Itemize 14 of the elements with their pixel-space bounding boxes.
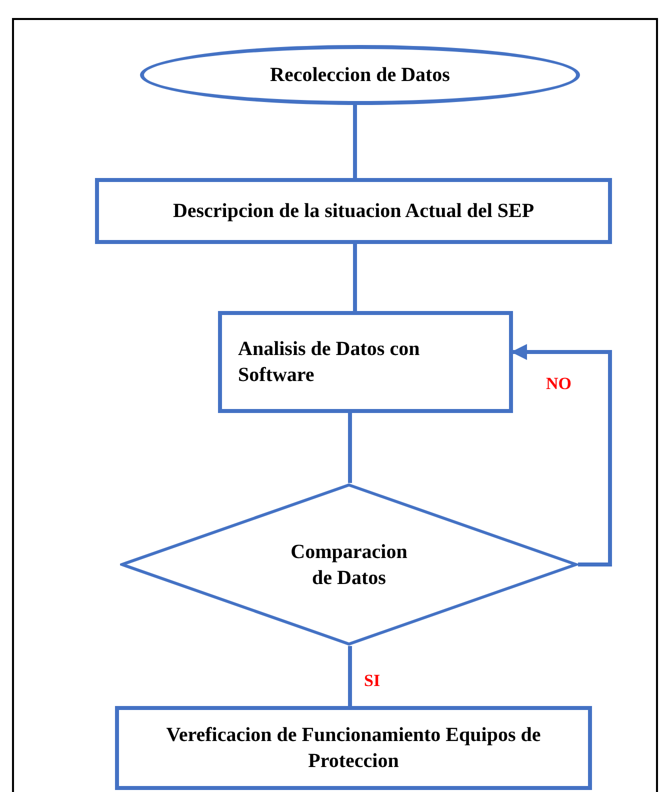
connector-line	[353, 105, 357, 178]
process-box	[218, 311, 513, 413]
connector-line	[348, 646, 352, 706]
node-label: Vereficacion de Funcionamiento Equipos de Proteccion	[165, 723, 542, 774]
node-label: Descripcion de la situacion Actual del SEP	[172, 199, 536, 224]
connector-line	[353, 244, 357, 311]
decision-diamond	[120, 483, 578, 646]
node-label: Analisis de Datos con Software	[238, 337, 421, 388]
arrow	[511, 344, 612, 566]
process-box	[115, 706, 592, 790]
connector-line	[348, 413, 352, 483]
node-label: Comparacion de Datos	[290, 540, 408, 590]
node-label: Recoleccion de Datos	[270, 63, 450, 88]
process-box	[95, 178, 612, 244]
